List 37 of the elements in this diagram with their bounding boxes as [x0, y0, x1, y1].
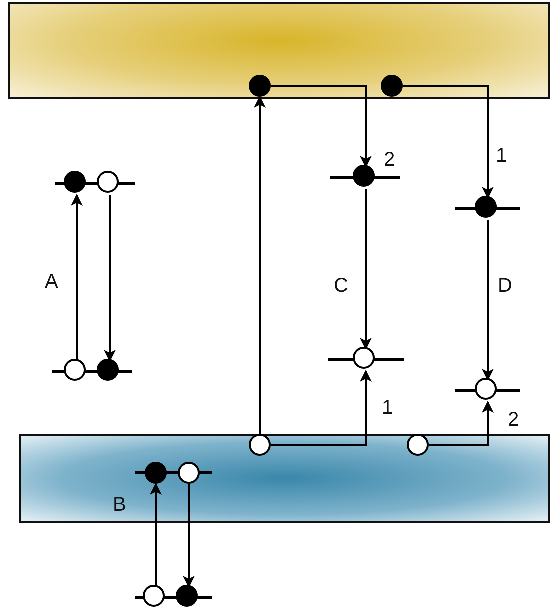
- open-circle: [64, 359, 86, 381]
- edge-label: 1: [496, 146, 508, 166]
- arrow: [360, 189, 372, 350]
- energy-band: [19, 434, 550, 523]
- edge-label: 2: [508, 410, 520, 430]
- transition-label: C: [334, 276, 348, 296]
- transition-label: B: [113, 495, 126, 515]
- arrow: [271, 370, 372, 446]
- open-circle: [353, 347, 375, 369]
- arrow: [254, 96, 266, 434]
- filled-circle: [97, 359, 119, 381]
- filled-circle: [64, 171, 86, 193]
- arrow: [183, 484, 195, 588]
- arrow: [150, 483, 162, 587]
- filled-circle: [475, 196, 497, 218]
- arrow: [104, 195, 116, 362]
- open-circle: [249, 434, 271, 456]
- filled-circle: [249, 75, 271, 97]
- arrow: [71, 194, 83, 361]
- transition-label: D: [498, 276, 512, 296]
- open-circle: [178, 462, 200, 484]
- arrow: [482, 220, 494, 381]
- edge-label: 1: [382, 398, 394, 418]
- edge-label: 2: [384, 150, 396, 170]
- arrow: [429, 401, 494, 446]
- open-circle: [97, 171, 119, 193]
- open-circle: [407, 434, 429, 456]
- filled-circle: [176, 585, 198, 607]
- open-circle: [475, 378, 497, 400]
- energy-band: [8, 2, 550, 99]
- arrow: [403, 85, 494, 199]
- arrow: [271, 85, 372, 168]
- filled-circle: [353, 165, 375, 187]
- filled-circle: [145, 462, 167, 484]
- open-circle: [143, 585, 165, 607]
- transition-label: A: [45, 272, 58, 292]
- filled-circle: [381, 75, 403, 97]
